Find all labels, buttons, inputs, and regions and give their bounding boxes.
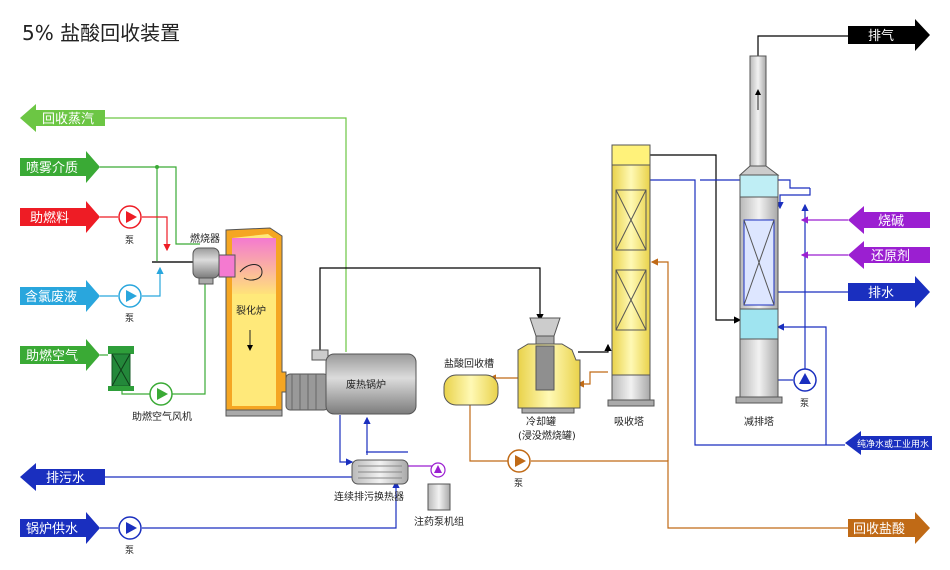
- chlorinated-waste-label: 含氯废液: [25, 289, 77, 305]
- caustic-label: 烧碱: [878, 214, 904, 229]
- atomizing-line: [100, 166, 200, 245]
- blowdown-label: 排污水: [46, 471, 85, 486]
- svg-text:泵: 泵: [125, 235, 134, 246]
- arrow-caustic: 烧碱: [848, 206, 930, 234]
- acid-line-to-recovery: [531, 460, 848, 529]
- recover-steam-label: 回收蒸汽: [42, 112, 94, 127]
- svg-text:泵: 泵: [514, 478, 523, 489]
- scrubber-tower: 减排塔: [735, 55, 783, 428]
- feedwater-line: [142, 480, 400, 529]
- pump-waste: 泵: [118, 284, 142, 324]
- arrow-blowdown: 排污水: [20, 463, 105, 491]
- air-filter: [108, 346, 134, 391]
- quench-tank-label: 冷却罐: [526, 415, 556, 428]
- exhaust-label: 排气: [868, 28, 894, 44]
- cracking-furnace: 裂化炉: [218, 227, 287, 417]
- arrow-pure-water: 纯净水或工业用水: [845, 431, 932, 455]
- reductant-label: 还原剂: [871, 249, 910, 264]
- blowdown-heat-exchanger: 连续排污换热器: [334, 459, 409, 503]
- arrow-recover-hcl: 回收盐酸: [848, 512, 930, 544]
- drain-label: 排水: [868, 286, 894, 301]
- burner-label: 燃烧器: [190, 232, 220, 245]
- arrow-boiler-feedwater: 锅炉供水: [20, 512, 100, 544]
- arrow-combustion-air: 助燃空气: [20, 339, 100, 371]
- pump-acid: 泵: [507, 449, 531, 489]
- fuel-line: [142, 216, 171, 252]
- pump-feedwater: 泵: [118, 516, 142, 556]
- cracking-furnace-label: 裂化炉: [236, 304, 266, 317]
- svg-text:泵: 泵: [125, 545, 134, 556]
- arrow-exhaust: 排气: [848, 19, 930, 51]
- arrow-chlorinated-waste: 含氯废液: [20, 280, 100, 312]
- fan-label: 助燃空气风机: [132, 410, 192, 423]
- burner: 燃烧器: [190, 232, 220, 285]
- pure-water-label: 纯净水或工业用水: [857, 438, 929, 450]
- scrubber-label: 减排塔: [744, 415, 774, 428]
- arrow-drain: 排水: [848, 276, 930, 308]
- aux-fuel-label: 助燃料: [30, 210, 69, 226]
- waste-heat-boiler: 废热锅炉: [285, 349, 417, 415]
- blowdown-hx-label: 连续排污换热器: [334, 490, 404, 503]
- hcl-recovery-tank: 盐酸回收槽: [443, 357, 499, 406]
- recover-hcl-label: 回收盐酸: [853, 522, 905, 537]
- quench-tank-note: (浸没燃烧罐): [518, 429, 576, 442]
- waste-heat-boiler-label: 废热锅炉: [346, 378, 386, 391]
- arrow-aux-fuel: 助燃料: [20, 201, 100, 233]
- arrow-atomizing-medium: 喷雾介质: [20, 151, 100, 183]
- gas-line-quench-to-absorber: [578, 343, 612, 353]
- page-title: 5% 盐酸回收装置: [22, 21, 180, 45]
- steam-line: [105, 117, 347, 352]
- quench-tank: 冷却罐 (浸没燃烧罐): [517, 317, 581, 442]
- svg-text:泵: 泵: [800, 398, 809, 409]
- dosing-unit-label: 注药泵机组: [414, 515, 464, 528]
- dosing-unit: 注药泵机组: [414, 462, 464, 528]
- waste-line: [142, 266, 164, 297]
- boiler-feedwater-label: 锅炉供水: [26, 521, 78, 537]
- gas-line-absorber-to-scrubber: [650, 154, 742, 324]
- arrow-recover-steam: 回收蒸汽: [20, 104, 105, 132]
- pump-scrubber: 泵: [793, 368, 817, 409]
- arrow-reductant: 还原剂: [848, 241, 930, 269]
- gas-line-boiler-to-quench: [319, 267, 544, 350]
- combustion-air-fan: 助燃空气风机: [132, 382, 192, 423]
- exhaust-line: [757, 35, 848, 56]
- pump-fuel: 泵: [118, 205, 142, 246]
- absorber-label: 吸收塔: [614, 415, 644, 428]
- svg-text:泵: 泵: [125, 313, 134, 324]
- pure-water-to-absorber: [650, 179, 845, 446]
- absorber-column: 吸收塔: [607, 144, 655, 428]
- atomizing-medium-label: 喷雾介质: [26, 161, 78, 176]
- combustion-air-label: 助燃空气: [26, 348, 78, 364]
- acid-line-tank-to-pump: [469, 400, 508, 462]
- hcl-tank-label: 盐酸回收槽: [444, 357, 494, 370]
- air-line: [172, 270, 209, 395]
